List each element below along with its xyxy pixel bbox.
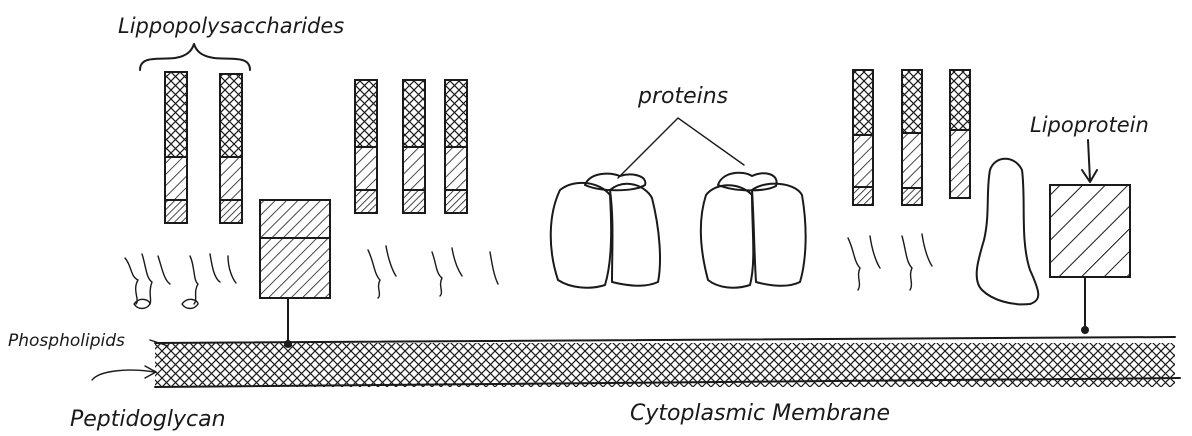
- peptidoglycan-arrow: [92, 370, 155, 380]
- label-lipoprotein: Lipoprotein: [1030, 113, 1149, 137]
- label-peptidoglycan: Peptidoglycan: [70, 407, 226, 432]
- label-cytoplasmic-membrane: Cytoplasmic Membrane: [630, 401, 890, 426]
- lps-rod: [950, 70, 970, 198]
- label-lipopolysaccharides: Lippopolysaccharides: [118, 14, 344, 38]
- proteins-leader-lines: [618, 118, 744, 178]
- label-phospholipids: Phospholipids: [8, 331, 125, 351]
- peptidoglycan-layer: [155, 337, 1180, 387]
- protein-right: [701, 173, 806, 288]
- protein-left: [551, 174, 660, 288]
- phospholipids: [125, 234, 932, 309]
- lps-brace: [140, 44, 250, 70]
- lps-rod: [445, 80, 467, 213]
- protein-tall: [977, 159, 1039, 305]
- lps-rod: [853, 70, 873, 205]
- lps-rod: [165, 72, 187, 223]
- lipoprotein-left: [260, 200, 330, 348]
- lps-rod: [220, 74, 242, 223]
- lipoprotein-right: [1050, 140, 1130, 334]
- lps-rod: [355, 80, 377, 213]
- lps-rod: [902, 70, 922, 205]
- label-proteins: proteins: [637, 84, 728, 109]
- lps-rod: [403, 80, 425, 213]
